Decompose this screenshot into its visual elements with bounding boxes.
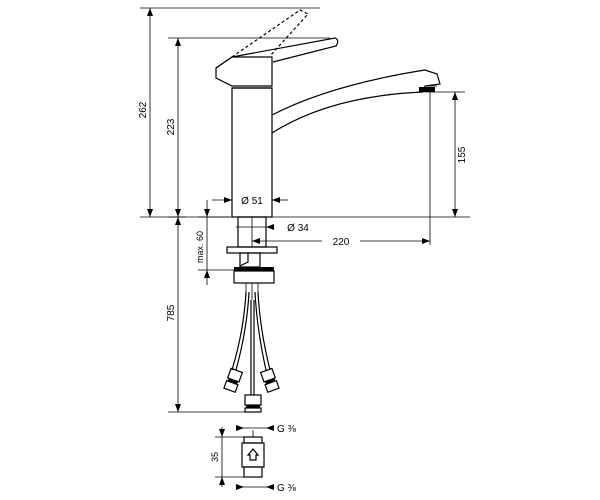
dimension-connector-length: 35 — [210, 427, 245, 487]
mounting-plate — [226, 246, 278, 254]
body-diameter-label: Ø 51 — [241, 196, 263, 207]
dimension-spout-height: 223 — [166, 37, 330, 217]
lever-raised-outline — [231, 9, 309, 58]
dimension-hose-length: 785 — [166, 216, 250, 413]
dimension-thread-bottom: G ⅜ — [236, 483, 297, 494]
thread-bottom-label: G ⅜ — [277, 483, 297, 494]
thread-top-label: G ⅜ — [277, 424, 297, 435]
dimension-thread-top: G ⅜ — [236, 424, 297, 435]
adapter-fitting — [241, 430, 265, 478]
dimension-body-diameter: Ø 51 — [212, 196, 288, 207]
hose-length-label: 785 — [166, 304, 177, 321]
spout-height-label: 223 — [166, 118, 177, 135]
dimension-shank-diameter: Ø 34 — [236, 223, 309, 234]
supply-hoses — [223, 291, 280, 413]
total-height-label: 262 — [138, 101, 149, 118]
max-deck-label: max. 60 — [195, 231, 205, 263]
dimension-total-height: 262 — [138, 7, 320, 217]
dimension-max-deck: max. 60 — [195, 200, 240, 285]
reach-label: 220 — [333, 237, 350, 248]
mounting-nut — [234, 267, 274, 271]
dimension-reach: 220 — [252, 92, 431, 248]
right-hose-connector — [259, 367, 280, 394]
faucet-body — [215, 9, 441, 218]
outlet-height-label: 155 — [457, 146, 468, 163]
cartridge-head — [215, 56, 273, 87]
dimension-outlet-height: 155 — [425, 91, 468, 217]
left-hose-connector — [223, 367, 244, 394]
center-hose-connector — [244, 394, 262, 413]
spout — [271, 69, 441, 134]
shank-diameter-label: Ø 34 — [287, 223, 309, 234]
lever — [231, 37, 339, 63]
mounting-assembly — [226, 216, 278, 300]
connector-length-label: 35 — [210, 452, 220, 462]
